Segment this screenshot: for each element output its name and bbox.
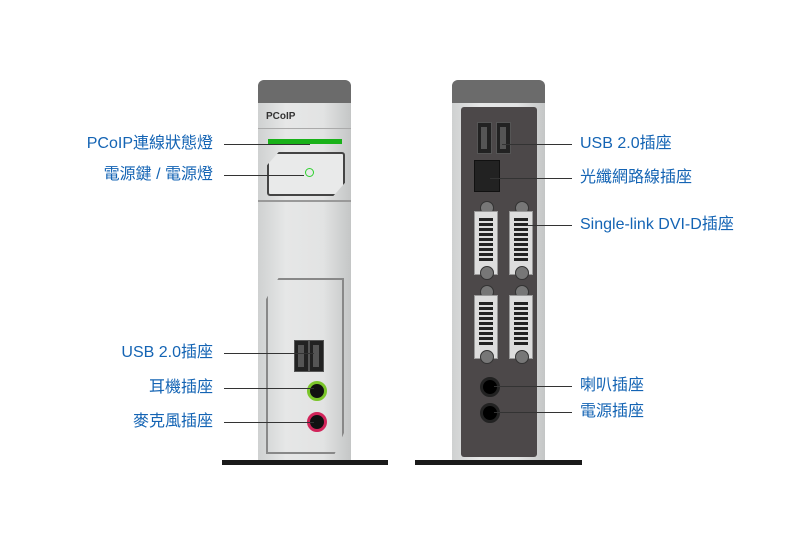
front-stand (222, 460, 388, 465)
back-usb-port-1[interactable] (477, 122, 492, 154)
back-stand (415, 460, 582, 465)
leader-line (490, 178, 572, 179)
leader-line (224, 175, 304, 176)
device-top-cap (452, 80, 545, 103)
device-top-cap (258, 80, 351, 103)
leader-line (224, 353, 314, 354)
label-speaker: 喇叭插座 (580, 377, 645, 394)
front-view-device: PCoIP (258, 80, 351, 460)
label-fiber-port: 光纖網路線插座 (580, 169, 693, 186)
label-power-jack: 電源插座 (580, 403, 645, 420)
leader-line (224, 422, 314, 423)
fiber-network-port[interactable] (474, 160, 500, 192)
pcoip-logo: PCoIP (266, 111, 296, 122)
dvi-port-1[interactable] (474, 211, 498, 275)
back-view-device (452, 80, 545, 460)
label-pcoip-status-led: PCoIP連線狀態燈 (86, 135, 213, 152)
dvi-port-3[interactable] (474, 295, 498, 359)
leader-line (494, 412, 572, 413)
leader-line (224, 388, 314, 389)
power-icon (305, 168, 314, 177)
label-power-button: 電源鍵 / 電源燈 (103, 166, 213, 183)
label-front-usb: USB 2.0插座 (121, 344, 213, 361)
headphone-jack[interactable] (307, 381, 327, 401)
leader-line (224, 144, 310, 145)
front-usb-port-1[interactable] (294, 340, 309, 372)
speaker-jack[interactable] (480, 377, 500, 397)
leader-line (527, 225, 572, 226)
label-headphone: 耳機插座 (148, 379, 213, 396)
front-port-panel (266, 278, 344, 454)
leader-line (502, 144, 572, 145)
front-usb-port-2[interactable] (309, 340, 324, 372)
power-jack[interactable] (480, 403, 500, 423)
label-microphone: 麥克風插座 (132, 413, 213, 430)
label-back-usb: USB 2.0插座 (580, 135, 672, 152)
status-led (268, 139, 342, 144)
leader-line (494, 386, 572, 387)
dvi-port-2[interactable] (509, 211, 533, 275)
label-dvi-port: Single-link DVI-D插座 (580, 216, 734, 233)
back-usb-port-2[interactable] (496, 122, 511, 154)
